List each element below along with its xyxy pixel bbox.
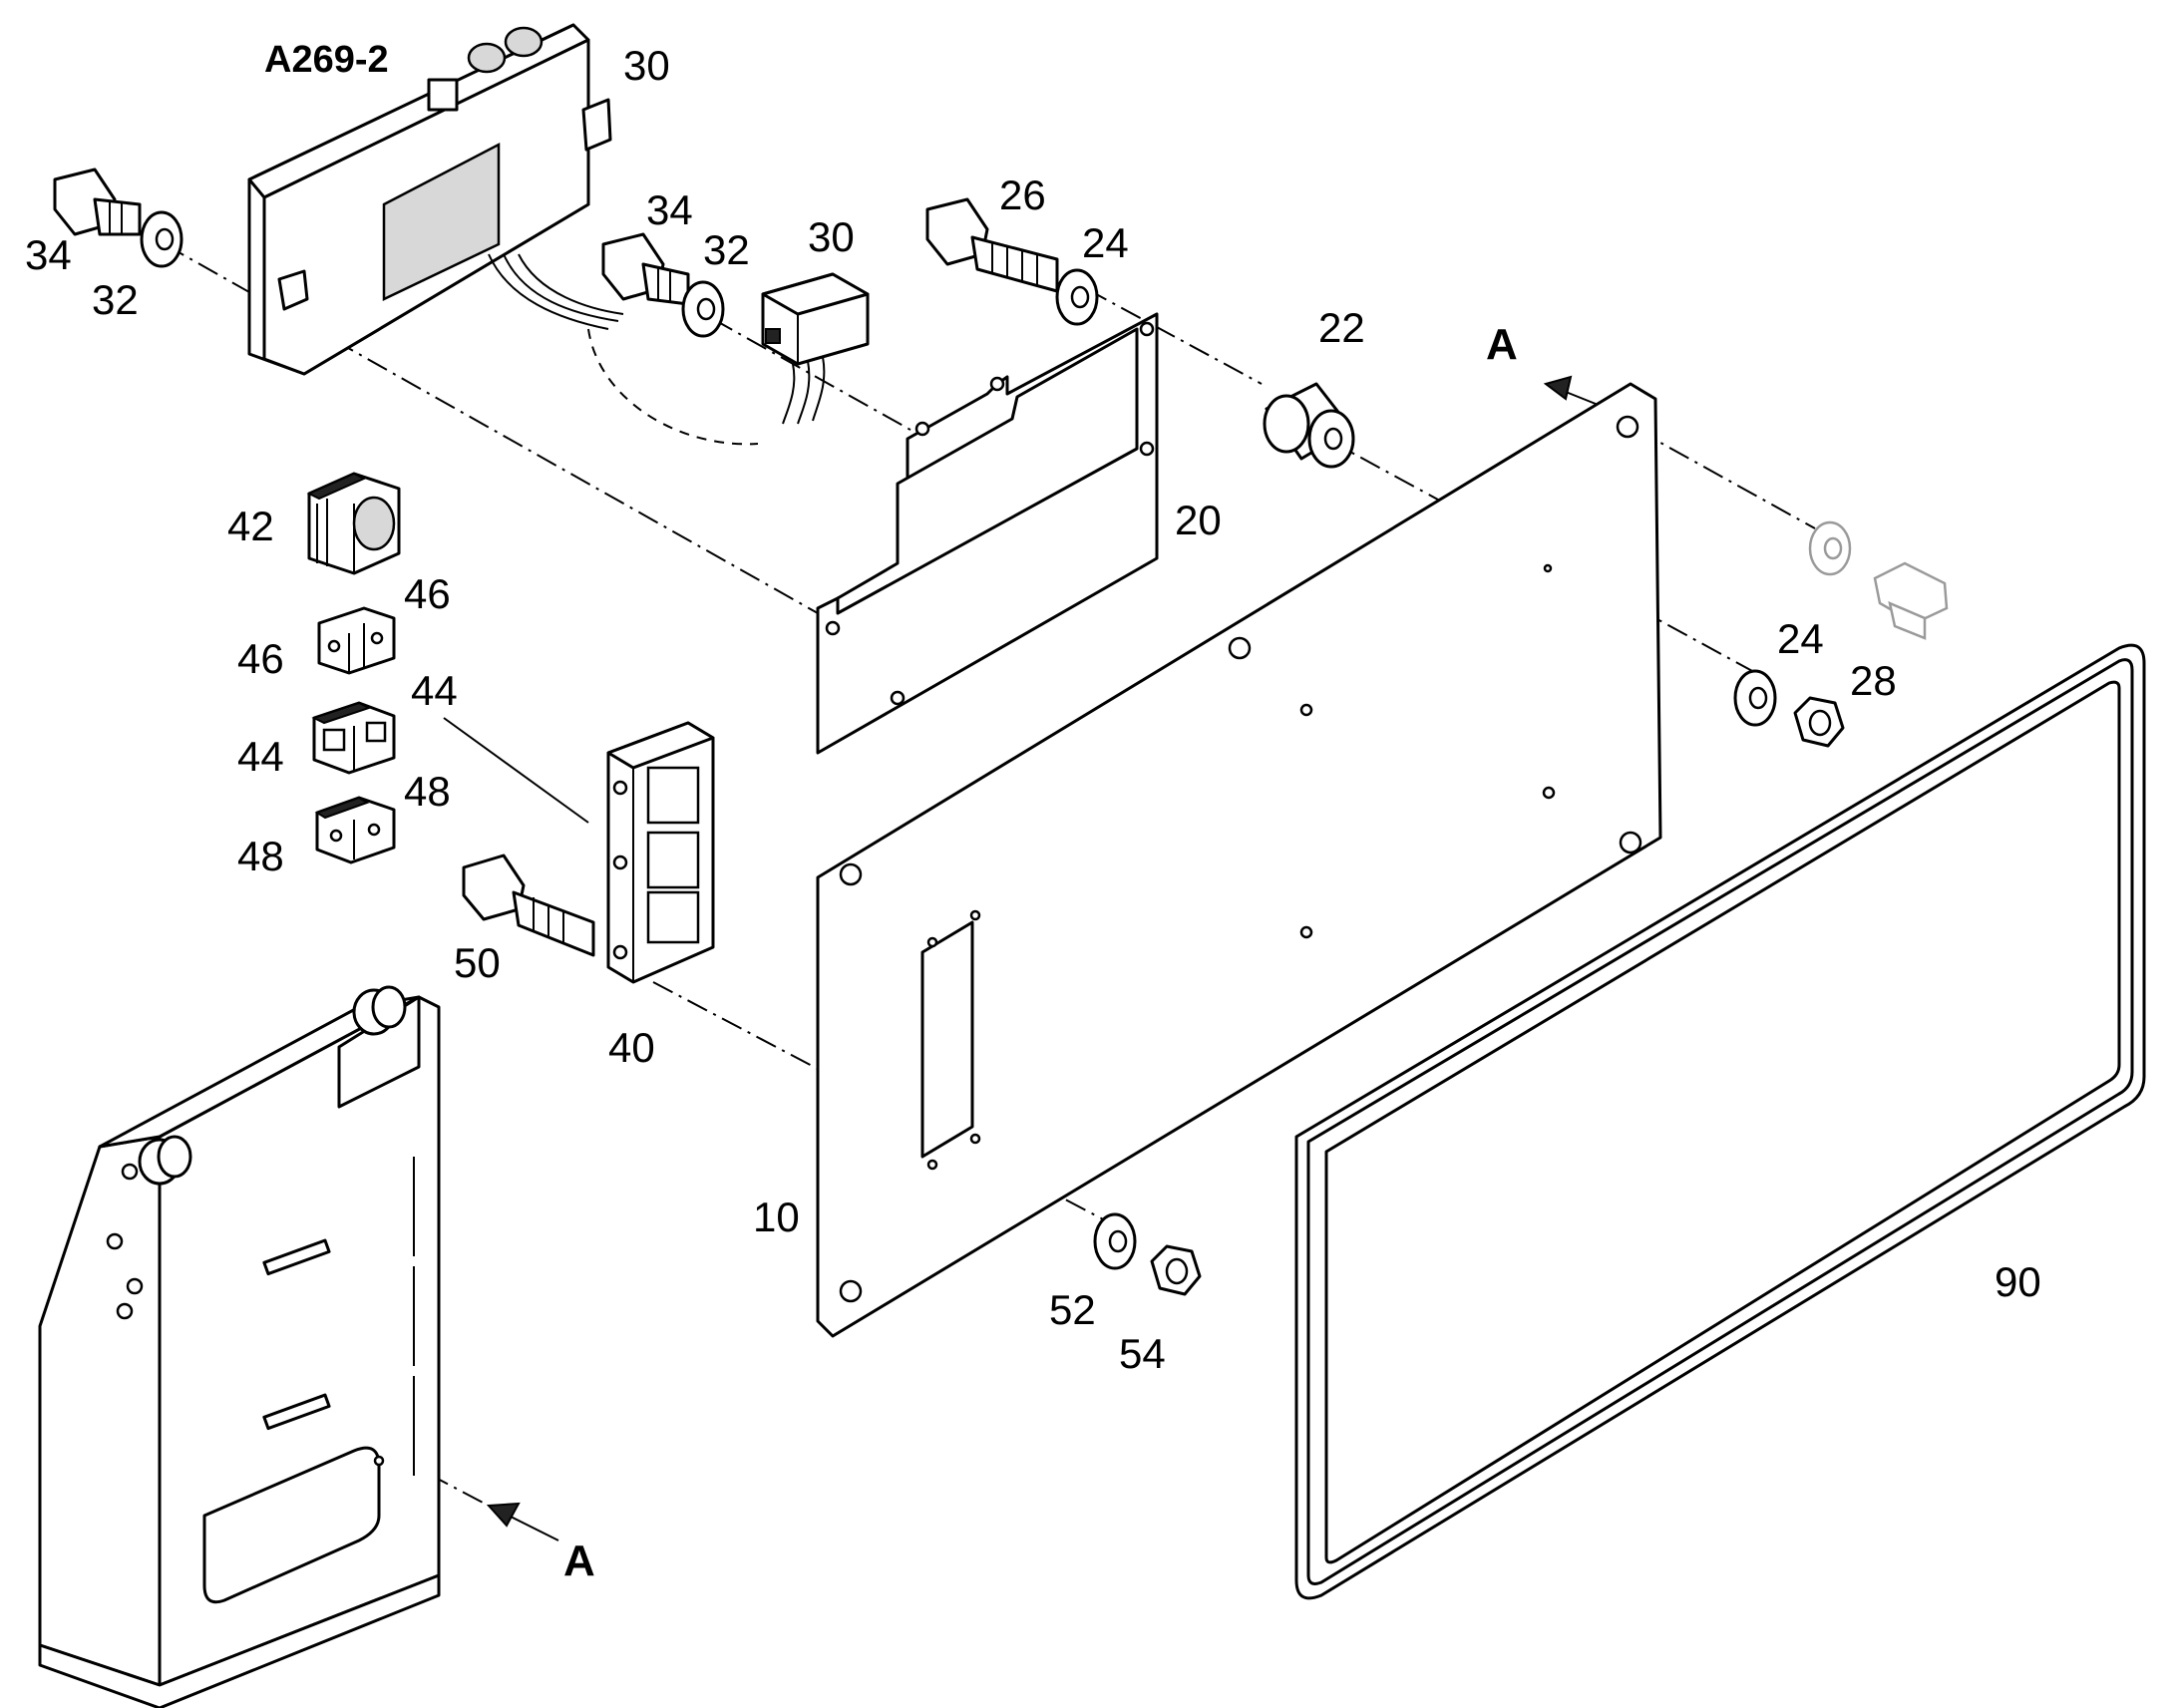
callout-52: 52 [1049, 1286, 1096, 1333]
main-plate-10 [816, 382, 1662, 1338]
callout-10: 10 [753, 1194, 800, 1240]
controller-module-30 [247, 23, 624, 376]
callout-90: 90 [1995, 1258, 2041, 1305]
callout-24-right: 24 [1777, 615, 1824, 662]
washer-52 [1093, 1212, 1137, 1270]
gasket-90 [1294, 643, 2146, 1600]
callout-34-middle: 34 [646, 186, 693, 233]
bolt-50 [462, 854, 595, 957]
drawing-id-label: A269-2 [264, 39, 389, 81]
bracket-frame-20 [816, 312, 1159, 755]
section-a-arrow-bottom [486, 1502, 559, 1541]
insert-48 [314, 796, 396, 864]
callout-46-left: 46 [237, 635, 284, 682]
cable-route-dashed [587, 328, 759, 446]
section-a-label-bottom: A [563, 1537, 595, 1585]
washer-32-middle [681, 280, 725, 338]
insert-44 [311, 701, 396, 775]
leader-44-callout [443, 717, 589, 824]
callout-50: 50 [454, 939, 501, 986]
bolt-26 [925, 197, 1059, 293]
callout-22: 22 [1318, 304, 1365, 351]
callout-26: 26 [999, 171, 1046, 218]
callout-32-middle: 32 [703, 226, 750, 273]
callout-20: 20 [1175, 497, 1222, 543]
leader-hole-to-ghost-bolt [1635, 428, 1816, 529]
bolt-34-middle [601, 232, 690, 306]
washer-24-right [1733, 669, 1777, 727]
switch-30 [761, 272, 870, 425]
spacer-22 [1263, 382, 1355, 469]
machine-frame [38, 985, 441, 1708]
callout-32-left: 32 [92, 276, 139, 323]
plug-42 [306, 472, 401, 575]
callout-34-left: 34 [25, 231, 72, 278]
callout-44-right: 44 [411, 667, 458, 714]
ghost-hardware-section-a [1808, 520, 1949, 640]
nut-28 [1793, 696, 1845, 748]
bolt-34-left [53, 168, 142, 236]
callout-48-right: 48 [404, 768, 451, 815]
connector-block-40 [606, 721, 715, 984]
nut-54 [1150, 1244, 1202, 1296]
callout-24-top: 24 [1082, 219, 1129, 266]
leader-bolt-26-to-spacer [1086, 288, 1263, 385]
callout-28: 28 [1850, 657, 1897, 704]
callout-42: 42 [227, 503, 274, 549]
callout-44-left: 44 [237, 733, 284, 780]
insert-46 [317, 606, 396, 675]
callout-46-right: 46 [404, 570, 451, 617]
callout-54: 54 [1119, 1330, 1166, 1377]
section-a-arrow-top [1543, 375, 1597, 405]
callout-30-switch: 30 [808, 213, 855, 260]
leader-block-40-to-nut-52 [652, 981, 1108, 1222]
callout-48-left: 48 [237, 833, 284, 879]
callout-40: 40 [608, 1024, 655, 1071]
leader-bolt-34b-to-plate-20 [712, 318, 918, 435]
section-a-label-top: A [1486, 320, 1518, 369]
washer-32-left [140, 210, 183, 268]
callout-30-module: 30 [623, 42, 670, 89]
washer-24-top [1055, 268, 1099, 326]
